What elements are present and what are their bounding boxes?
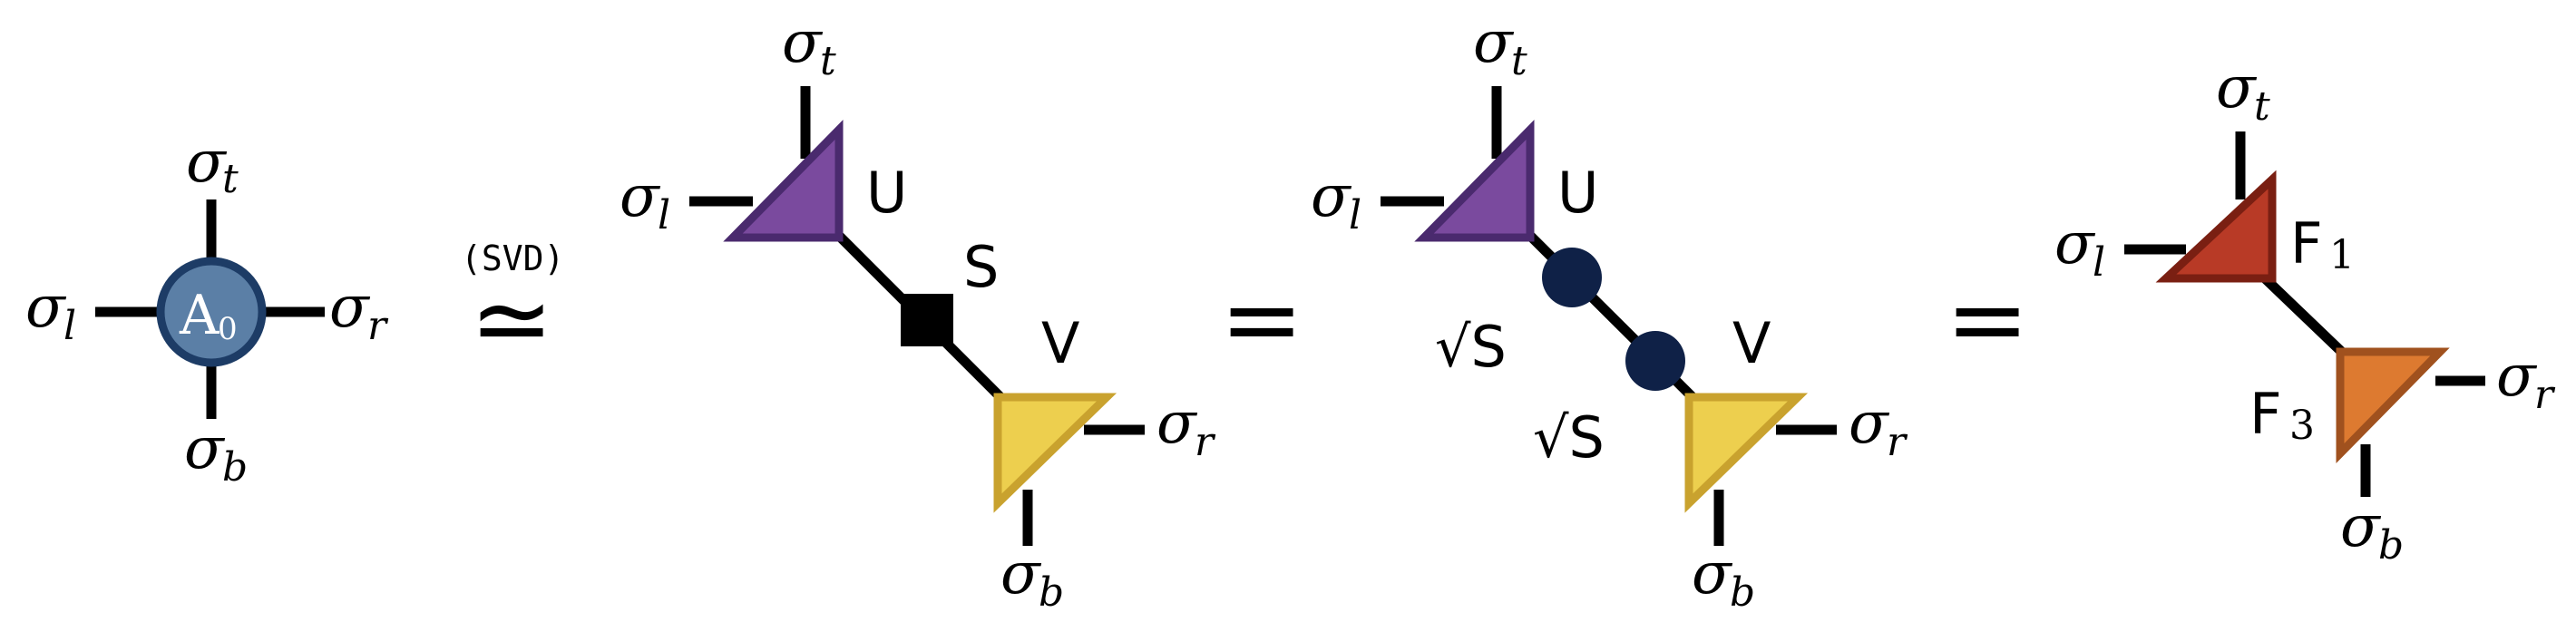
- g3-sigma-r-sub: r: [1887, 419, 1908, 465]
- g4-sigma-r: σ: [2496, 343, 2538, 410]
- g3-sigma-l: σ: [1311, 163, 1352, 230]
- g4-sigma-r-sub: r: [2534, 372, 2556, 418]
- a0-sigma-l-sub: l: [63, 303, 76, 349]
- a0-sigma-b-sub: b: [222, 444, 248, 491]
- tensor-sqrt-s-2: [1625, 331, 1685, 391]
- g4-sigma-l: σ: [2054, 210, 2096, 277]
- tensor-f1: [2155, 170, 2277, 283]
- tensor-u-2: [1414, 120, 1535, 242]
- equals-sign-1: =: [1220, 261, 1303, 377]
- tensor-s: [901, 294, 953, 346]
- tensor-a0-group: A 0 σ t σ l σ r σ b: [25, 129, 389, 491]
- tensor-v: [993, 393, 1117, 513]
- u2-label: U: [1557, 160, 1598, 226]
- f1-label: F: [2290, 210, 2323, 277]
- g3-sigma-r: σ: [1849, 390, 1890, 457]
- tensor-sqrt-s-1: [1542, 248, 1602, 307]
- v-label: V: [1041, 310, 1079, 376]
- usv-sigma-l: σ: [620, 163, 661, 230]
- a0-sigma-r: σ: [329, 274, 371, 341]
- a0-sigma-l: σ: [25, 274, 67, 341]
- tensor-f3: [2336, 347, 2450, 464]
- tensor-a0-node: [156, 257, 267, 367]
- u-label: U: [866, 160, 907, 226]
- usv-sigma-t: σ: [782, 9, 824, 76]
- g3-sigma-l-sub: l: [1349, 192, 1361, 238]
- g3-sigma-t-sub: t: [1511, 38, 1527, 84]
- f1-f3-group: F 1 F 3 σ t σ l σ r σ b: [2054, 54, 2556, 569]
- svd-label: (SVD): [461, 238, 564, 278]
- usv-sigma-b-sub: b: [1039, 569, 1064, 616]
- sqrt-s-label-1: √S: [1435, 314, 1507, 380]
- u-sqrts-v-group: U √S √S V σ t σ l σ r σ b: [1311, 9, 1908, 616]
- g4-sigma-b-sub: b: [2378, 522, 2404, 569]
- a0-subscript: 0: [218, 311, 238, 347]
- f1-subscript: 1: [2329, 232, 2355, 278]
- s-label: S: [963, 234, 999, 300]
- equals-sign-2: =: [1946, 261, 2029, 377]
- g3-sigma-t: σ: [1473, 9, 1515, 76]
- v2-label: V: [1732, 310, 1771, 376]
- usv-sigma-r: σ: [1156, 390, 1198, 457]
- g4-sigma-l-sub: l: [2093, 239, 2105, 286]
- f3-label: F: [2249, 381, 2282, 447]
- a0-sigma-t-sub: t: [222, 156, 239, 202]
- a0-sigma-t: σ: [186, 129, 228, 196]
- sqrt-s-label-2: √S: [1533, 404, 1605, 471]
- g3-sigma-b-sub: b: [1730, 569, 1755, 616]
- a0-label: A: [179, 284, 220, 347]
- a0-sigma-r-sub: r: [367, 303, 389, 349]
- a0-sigma-b: σ: [184, 415, 226, 482]
- usv-group: U S V σ t σ l σ r σ b: [620, 9, 1216, 616]
- usv-sigma-b: σ: [1000, 540, 1042, 608]
- g3-sigma-b: σ: [1692, 540, 1733, 608]
- svd-approx-operator: (SVD) ≃: [461, 238, 564, 377]
- approx-symbol: ≃: [470, 261, 553, 377]
- usv-sigma-r-sub: r: [1195, 419, 1216, 465]
- usv-sigma-t-sub: t: [820, 38, 836, 84]
- tensor-v-2: [1684, 393, 1809, 513]
- g4-sigma-t: σ: [2216, 54, 2258, 122]
- tensor-u: [723, 120, 844, 242]
- g4-sigma-t-sub: t: [2254, 83, 2270, 130]
- usv-sigma-l-sub: l: [658, 192, 670, 238]
- g4-sigma-b: σ: [2340, 493, 2382, 560]
- f3-subscript: 3: [2289, 403, 2315, 449]
